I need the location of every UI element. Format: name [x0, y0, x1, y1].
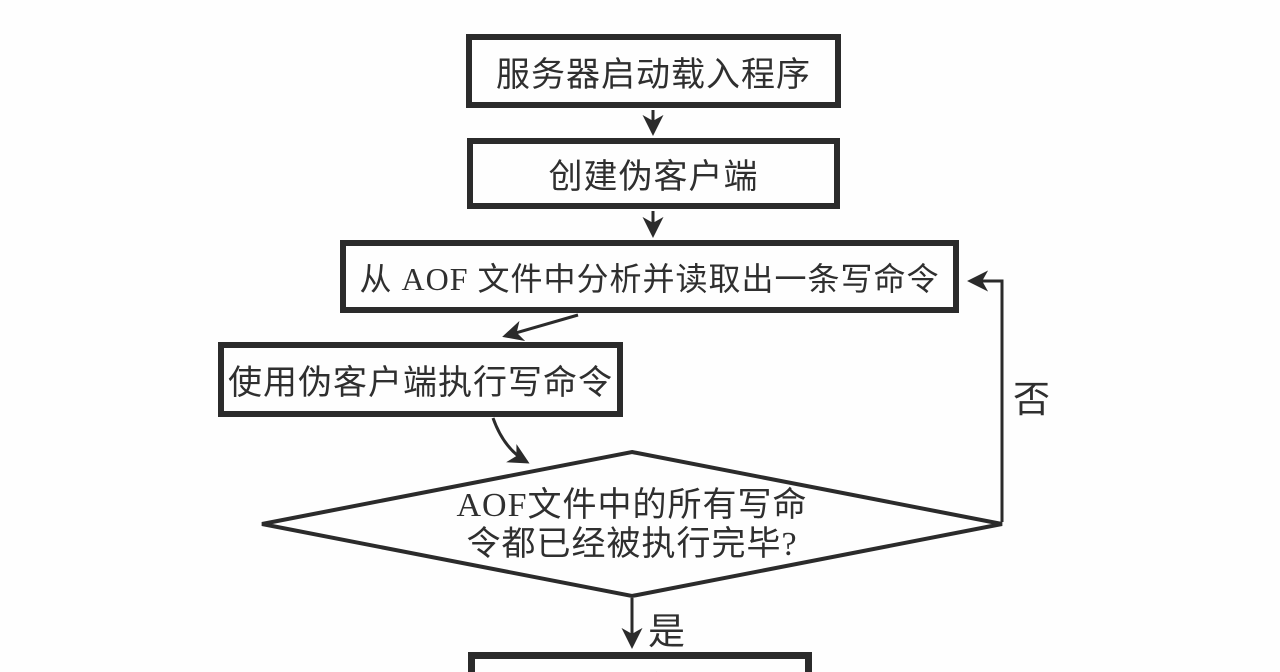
- branch-label-yes: 是: [648, 612, 685, 653]
- arrow-execute-to-decision: [491, 417, 530, 464]
- decision-question-line1: AOF文件中的所有写命: [456, 487, 808, 524]
- arrow-read-to-execute: [502, 313, 579, 342]
- node-create-pseudo-client: 创建伪客户端: [467, 138, 840, 209]
- branch-label-no: 否: [1013, 380, 1050, 421]
- decision-diamond: [261, 449, 1003, 599]
- node-execute-write-command: 使用伪客户端执行写命令: [218, 342, 623, 417]
- arrow-decision-no-loop: [967, 270, 1004, 522]
- node-read-write-command: 从 AOF 文件中分析并读取出一条写命令: [340, 240, 959, 313]
- decision-question-line2: 令都已经被执行完毕?: [466, 526, 798, 563]
- node-server-start: 服务器启动载入程序: [466, 34, 841, 108]
- node-loading-finished: 载入完毕: [468, 652, 812, 672]
- decision-question: AOF文件中的所有写命 令都已经被执行完毕?: [432, 486, 832, 564]
